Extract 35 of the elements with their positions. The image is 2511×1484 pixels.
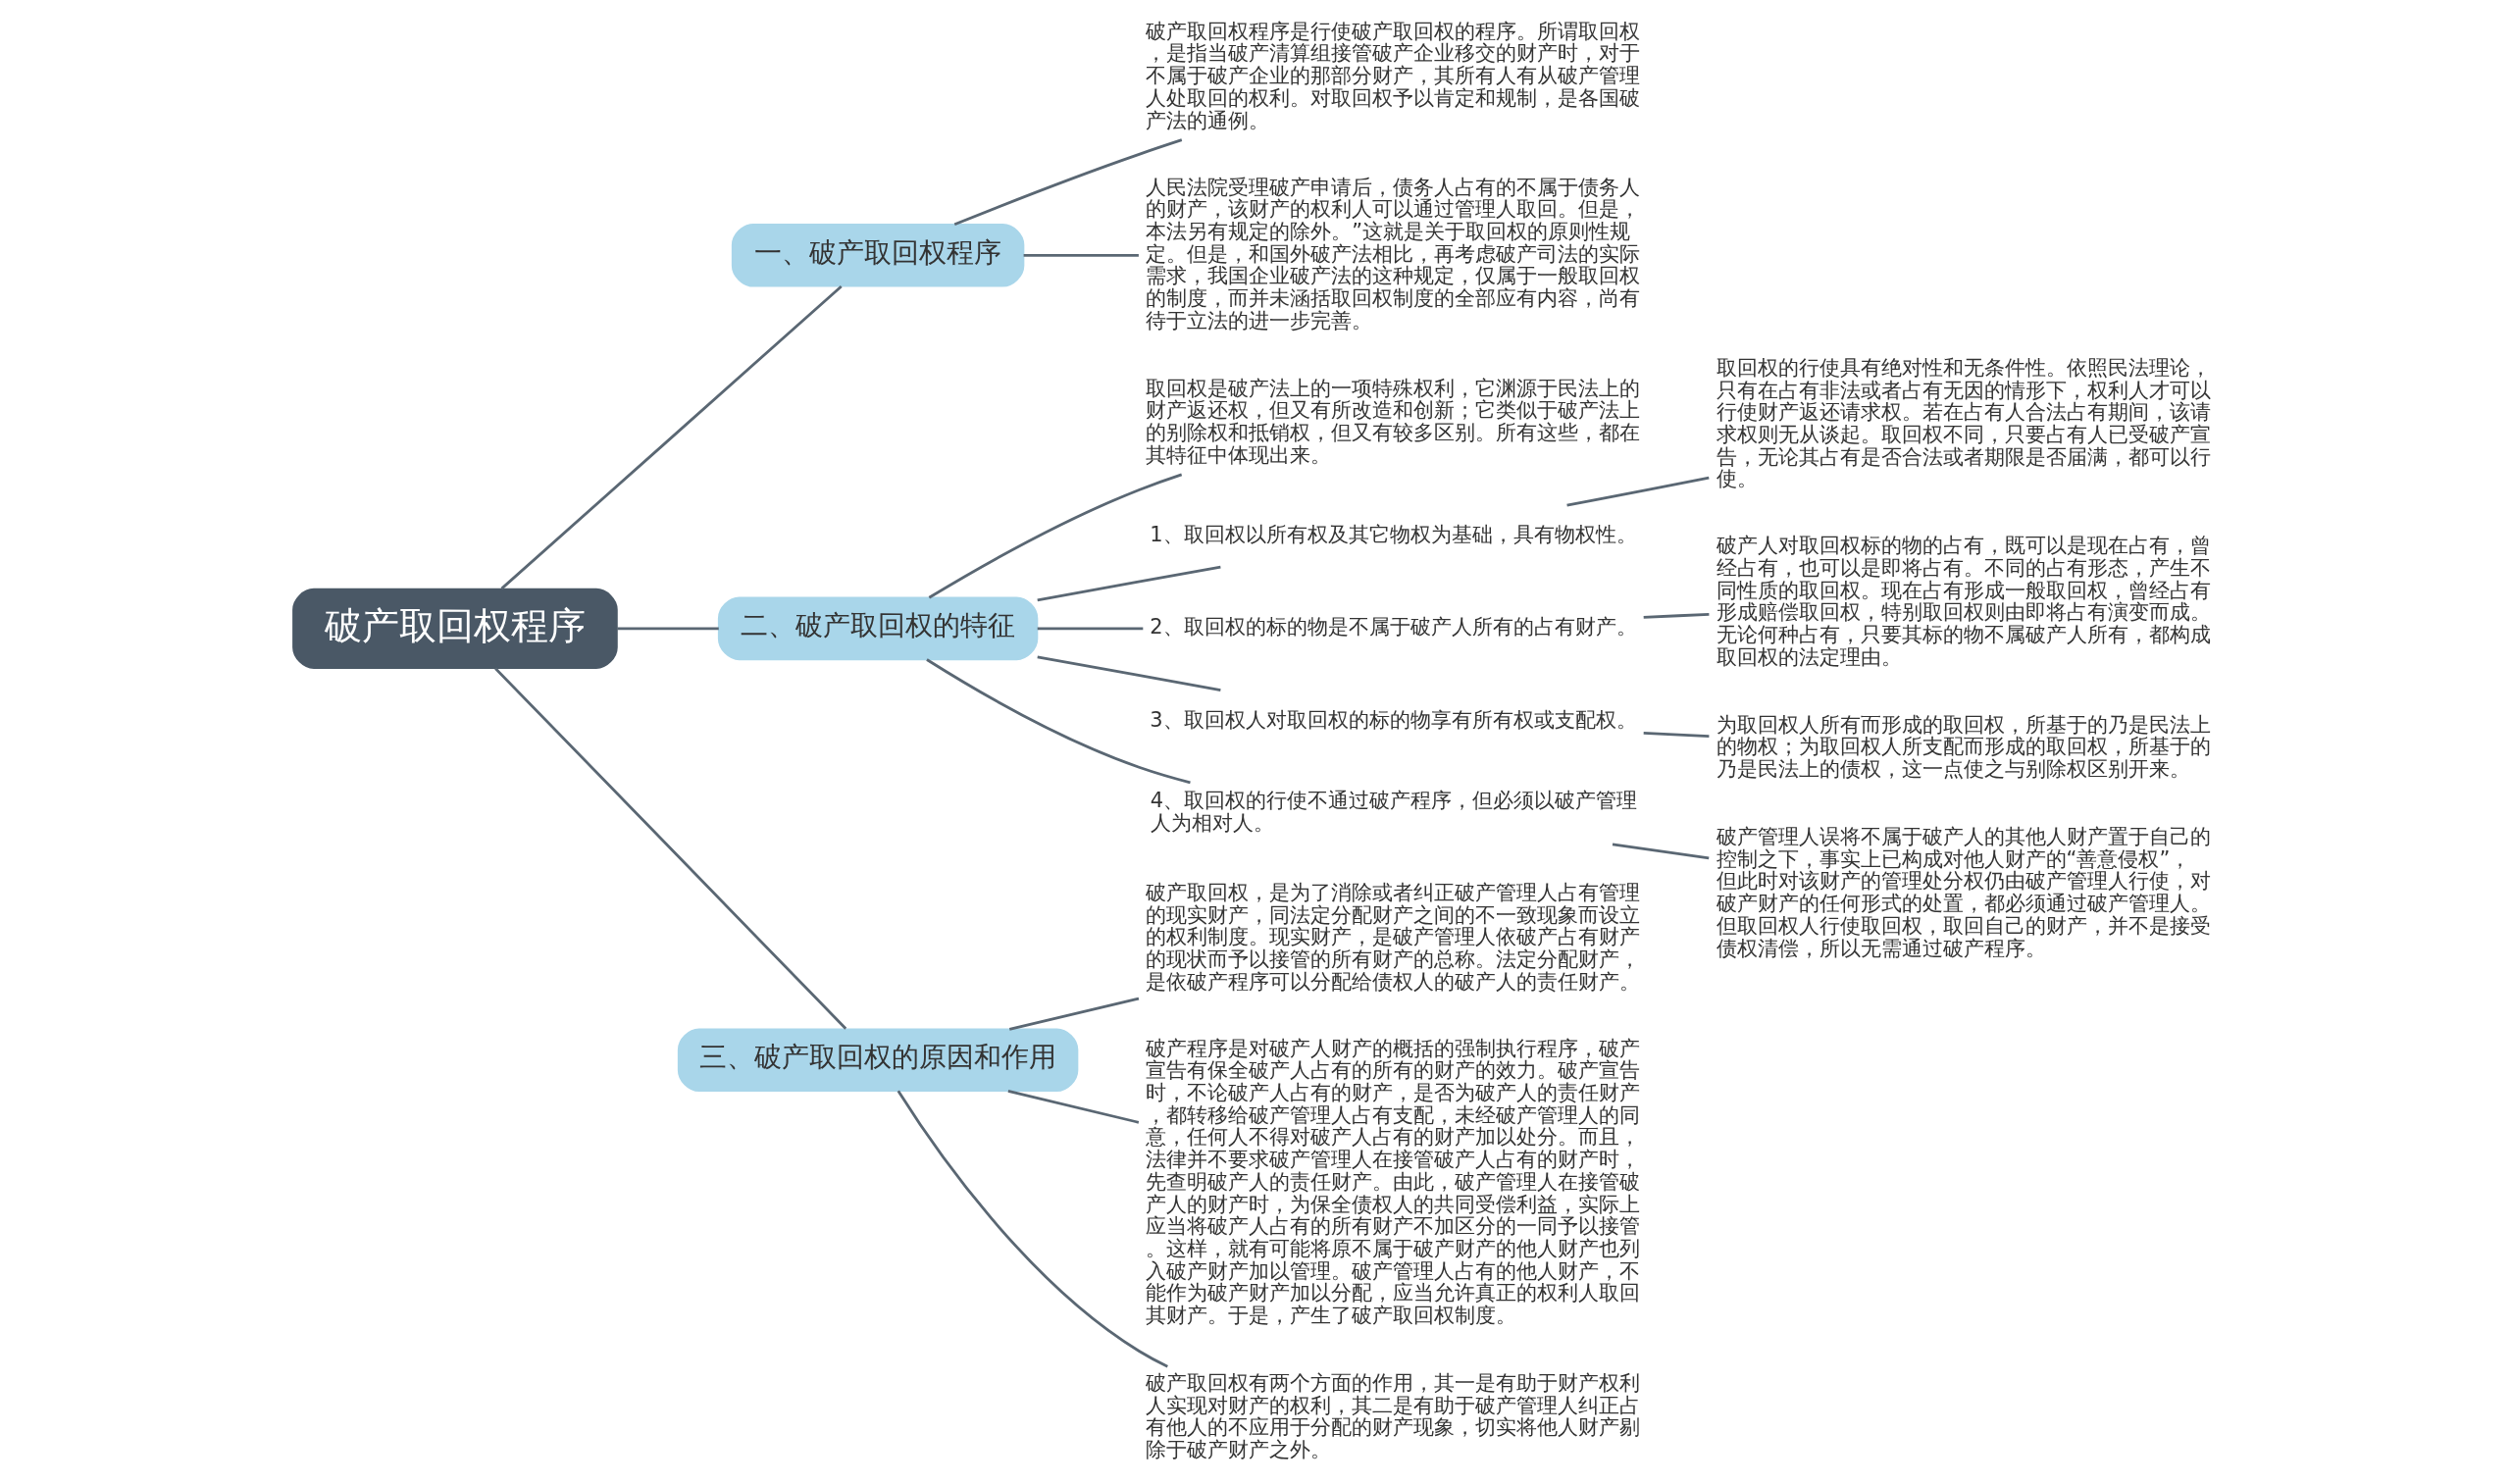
connector bbox=[1643, 731, 1710, 738]
node-text: 2、取回权的标的物是不属于破产人所有的占有财产。 bbox=[1150, 615, 1637, 640]
node-text: 破产管理人误将不属于破产人的其他人财产置于自己的控制之下，事实上已构成对他人财产的“善意侵权”，但此时对该财产的管理处分权仍由破产管理人行使，对破产财产的任何形式的处置，都必须通过破产管理人。但取回权人行使取回权，取回自己的财产，并不是接受债权清偿，所以无需通过破产程序。 bbox=[1716, 825, 2211, 960]
connector bbox=[897, 1090, 1168, 1368]
connector bbox=[1612, 843, 1710, 860]
connector bbox=[494, 667, 847, 1030]
node-box: 三、破产取回权的原因和作用 bbox=[677, 1028, 1079, 1093]
connector bbox=[926, 658, 1191, 785]
connector bbox=[1037, 655, 1221, 691]
node-text: 1、取回权以所有权及其它物权为基础，具有物权性。 bbox=[1150, 523, 1637, 546]
node-box: 二、破产取回权的特征 bbox=[717, 596, 1039, 661]
node-box: 一、破产取回权程序 bbox=[731, 224, 1025, 287]
node-text: 取回权是破产法上的一项特殊权利，它渊源于民法上的财产返还权，但又有所改造和创新；它类似于破产法上的别除权和抵销权，但又有较多区别。所有这些，都在其特征中体现出来。 bbox=[1146, 376, 1641, 467]
connector bbox=[1023, 253, 1139, 257]
node-text: 取回权的行使具有绝对性和无条件性。依照民法理论，只有在占有非法或者占有无因的情形下，权利人才可以行使财产返还请求权。若在占有人合法占有期间，该请求权则无从谈起。取回权不同，只要占有人已受破产宣告，无论其占有是否合法或者期限是否届满，都可以行使。 bbox=[1716, 355, 2211, 491]
connector bbox=[617, 627, 719, 631]
node-text: 人民法院受理破产申请后，债务人占有的不属于债务人的财产，该财产的权利人可以通过管理人取回。但是，本法另有规定的除外。”这就是关于取回权的原则性规定。但是，和国外破产法相比，再考虑破产司法的实际需求，我国企业破产法的这种规定，仅属于一般取回权的制度，而并未涵括取回权制度的全部应有内容，尚有待于立法的进一步完善。 bbox=[1146, 175, 1641, 333]
connector bbox=[953, 138, 1183, 227]
node-text: 破产人对取回权标的物的占有，既可以是现在占有，曾经占有，也可以是即将占有。不同的占有形态，产生不同性质的取回权。现在占有形成一般取回权，曾经占有形成赔偿取回权，特别取回权则由即将占有演变而成。无论何种占有，只要其标的物不属破产人所有，都构成取回权的法定理由。 bbox=[1716, 534, 2211, 669]
connector bbox=[1566, 476, 1710, 507]
node-text: 破产取回权有两个方面的作用，其一是有助于财产权利人实现对财产的权利，其二是有助于破产管理人纠正占有他人的不应用于分配的财产现象，切实将他人财产剔除于破产财产之外。 bbox=[1146, 1370, 1641, 1462]
connector bbox=[928, 473, 1183, 599]
node-text: 破产取回权，是为了消除或者纠正破产管理人占有管理的现实财产，同法定分配财产之间的不一致现象而设立的权利制度。现实财产，是破产管理人依破产占有财产的现状而予以接管的所有财产的总称。法定分配财产，是依破产程序可以分配给债权人的破产人的责任财产。 bbox=[1146, 880, 1641, 994]
node-box: 破产取回权程序 bbox=[292, 588, 618, 669]
connector bbox=[1008, 997, 1140, 1031]
connector bbox=[500, 284, 843, 590]
node-text: 3、取回权人对取回权的标的物享有所有权或支配权。 bbox=[1150, 707, 1637, 732]
node-text: 为取回权人所有而形成的取回权，所基于的乃是民法上的物权；为取回权人所支配而形成的取回权，所基于的乃是民法上的债权，这一点使之与别除权区别开来。 bbox=[1716, 712, 2211, 782]
connector bbox=[1037, 565, 1221, 602]
connector bbox=[1643, 612, 1710, 619]
node-text: 破产取回权程序是行使破产取回权的程序。所谓取回权，是指当破产清算组接管破产企业移交的财产时，对于不属于破产企业的那部分财产，其所有人有从破产管理人处取回的权利。对取回权予以肯定和规制，是各国破产法的通例。 bbox=[1146, 19, 1641, 132]
connector bbox=[1007, 1089, 1140, 1124]
node-text: 破产程序是对破产人财产的概括的强制执行程序，破产宣告有保全破产人占有的所有的财产的效力。破产宣告时，不论破产人占有的财产，是否为破产人的责任财产，都转移给破产管理人占有支配，未经破产管理人的同意，任何人不得对破产人占有的财产加以处分。而且，法律并不要求破产管理人在接管破产人占有的财产时，先查明破产人的责任财产。由此，破产管理人在接管破产人的财产时，为保全债权人的共同受偿利益，实际上应当将破产人占有的所有财产不加区分的一同予以接管。这样，就有可能将原不属于破产财产的他人财产也列入破产财产加以管理。破产管理人占有的他人财产，不能作为破产财产加以分配，应当允许真正的权利人取回其财产。于是，产生了破产取回权制度。 bbox=[1146, 1036, 1641, 1327]
node-text: 4、取回权的行使不通过破产程序，但必须以破产管理人为相对人。 bbox=[1150, 789, 1637, 836]
connector bbox=[1037, 627, 1144, 631]
